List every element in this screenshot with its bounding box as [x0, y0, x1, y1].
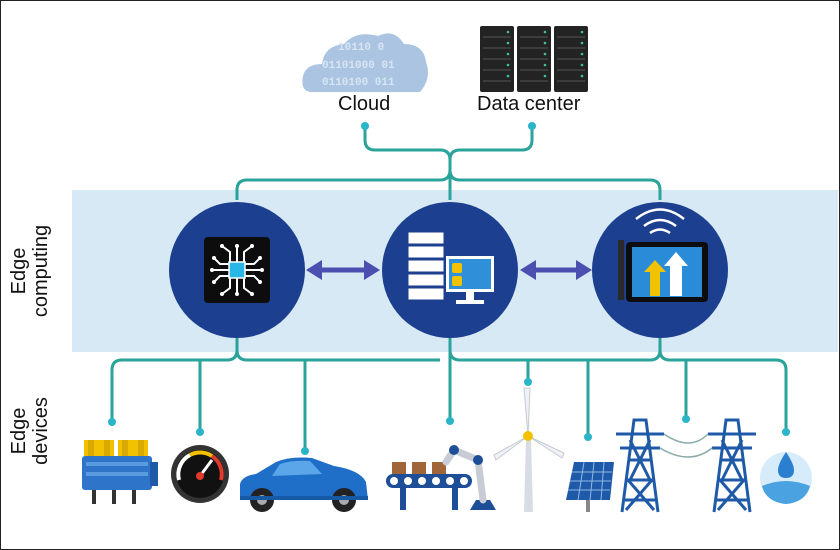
edge-node-chip: [169, 202, 305, 338]
edge-node-server: [382, 202, 518, 338]
robot-conveyor-icon: [386, 445, 496, 510]
arrow-chip-server: [306, 260, 380, 280]
edge-devices-label-line1: Edge: [8, 407, 30, 455]
device-dot-solar: [584, 433, 592, 441]
edge-node-tablet: [592, 202, 728, 338]
device-dot-gauge: [196, 428, 204, 436]
edge-devices-label-line2: devices: [30, 397, 52, 465]
device-dot-turbine: [524, 378, 532, 386]
cloud-connector-dot: [361, 122, 369, 130]
cloud-label: Cloud: [338, 93, 391, 115]
top-connectors: [235, 126, 662, 200]
engine-block-icon: [82, 440, 158, 504]
solar-panel-icon: [566, 461, 614, 512]
node-arrows: [306, 260, 592, 280]
cloud-icon: 10110 0 01101000 01 0110100 011: [302, 33, 428, 92]
wireless-tablet-icon: [618, 208, 708, 302]
cloud-binary-3: 0110100 011: [322, 77, 395, 89]
arrow-server-tablet: [520, 260, 592, 280]
cloud-binary-1: 10110 0: [338, 42, 384, 54]
device-dot-robot: [446, 417, 454, 425]
edge-devices-label: Edge devices: [8, 386, 54, 476]
device-dot-engine: [108, 418, 116, 426]
bottom-connectors: [110, 338, 788, 450]
wind-turbine-icon: [493, 387, 565, 512]
power-tower-icon: [616, 418, 756, 513]
cloud-binary-2: 01101000 01: [322, 60, 395, 72]
edge-computing-label: Edge computing: [8, 216, 54, 326]
edge-computing-label-line1: Edge: [8, 247, 30, 295]
edge-computing-label-line2: computing: [30, 224, 52, 318]
data-center-icon: [480, 26, 588, 92]
device-connector-dots: [108, 378, 790, 455]
device-dot-tower: [682, 415, 690, 423]
water-drop-icon: [760, 452, 812, 504]
data-center-connector-dot: [528, 122, 536, 130]
microchip-icon: [204, 237, 270, 303]
car-icon: [240, 457, 368, 512]
server-monitor-icon: [407, 231, 494, 304]
device-dot-car: [301, 447, 309, 455]
speedometer-icon: [171, 445, 229, 503]
data-center-label: Data center: [477, 93, 581, 115]
device-dot-water: [782, 428, 790, 436]
